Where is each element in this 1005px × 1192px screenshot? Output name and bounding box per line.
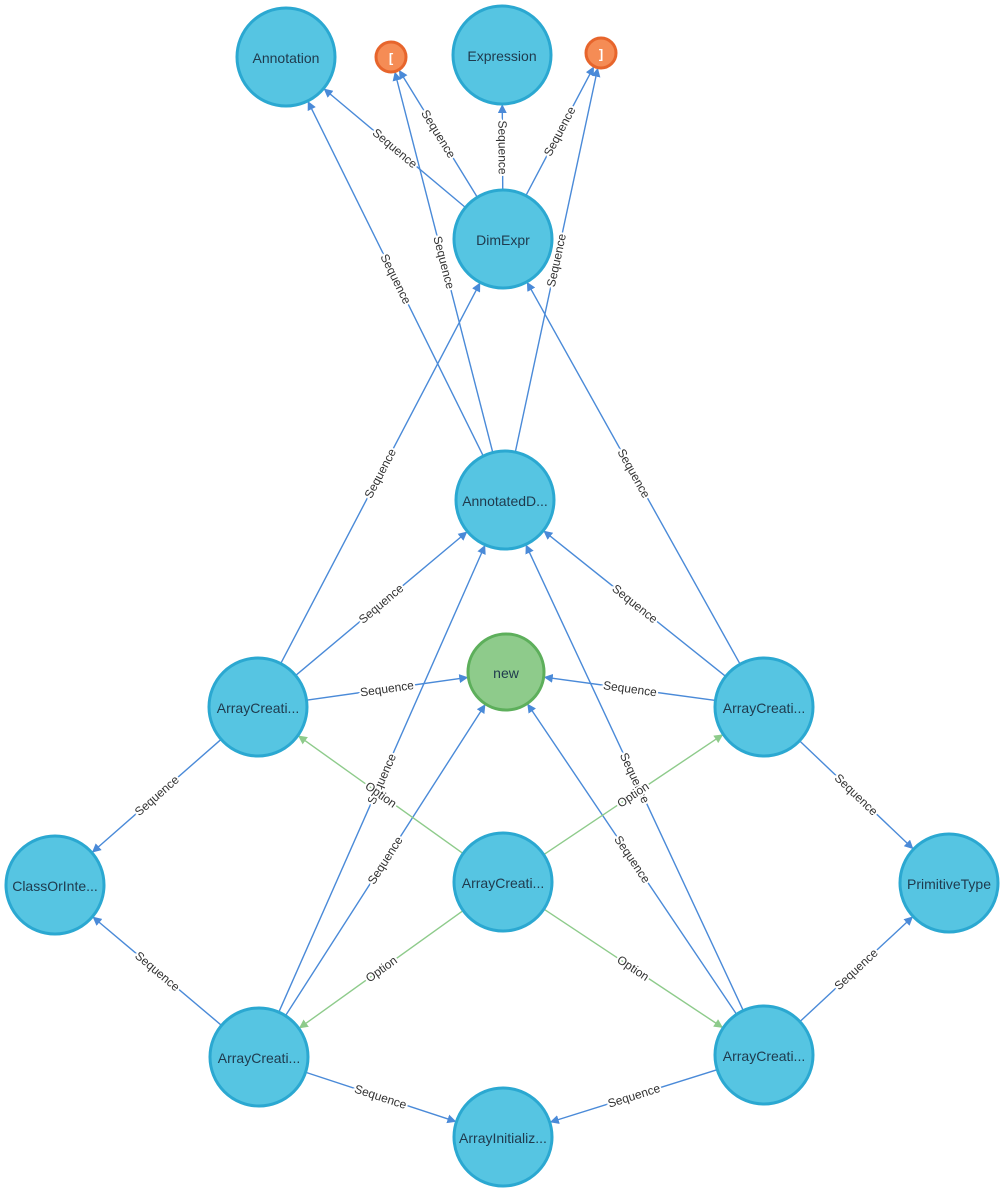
edge-dimexpr-to-lbracket [398,69,478,198]
node-expression[interactable]: Expression [451,4,553,106]
node-annotatedd[interactable]: AnnotatedD... [454,449,556,551]
edge-ac_bottomleft-to-new [284,704,486,1017]
edge-label: Sequence [365,833,406,886]
node-rbracket[interactable]: ] [584,36,618,70]
edge-label: Sequence [832,946,881,993]
edge-label: Option [363,953,400,985]
edge-dimexpr-to-rbracket [525,66,595,196]
edge-annotatedd-to-lbracket [392,71,494,453]
node-circle [451,4,553,106]
edge-dimexpr-to-annotation [323,88,466,209]
node-label: Expression [467,48,536,64]
edge-ac_bottomleft-to-annotatedd [278,544,486,1013]
node-annotation[interactable]: Annotation [235,6,337,108]
edge-label: Sequence [611,833,653,886]
node-label: [ [389,51,394,66]
node-lbracket[interactable]: [ [374,40,408,74]
edge-ac_bottomleft-to-arrayinitializ [305,1071,457,1124]
edge-label: Sequence [353,1082,409,1112]
node-label: ArrayCreati... [723,1048,805,1064]
node-label: DimExpr [476,232,530,248]
edge-label: Sequence [832,771,881,819]
edge-ac_bottomright-to-primitivetype [799,916,914,1023]
edge-label: Sequence [609,581,660,626]
edge-label: Sequence [370,126,421,172]
edge-ac_left-to-annotatedd [295,531,468,677]
node-circle [713,656,815,758]
edge-label: Option [614,953,651,984]
node-circle [452,188,554,290]
edge-label: Sequence [132,949,183,995]
node-circle [4,834,106,936]
node-circle [452,1086,554,1188]
edge-label: Sequence [602,678,658,699]
edge-ac_center-to-ac_right [543,734,724,856]
node-circle [452,831,554,933]
edge-ac_bottomright-to-arrayinitializ [549,1069,718,1124]
node-label: ] [599,47,603,62]
edge-label: Sequence [495,120,509,174]
edge-ac_right-to-annotatedd [543,530,727,677]
node-classorinte[interactable]: ClassOrInte... [4,834,106,936]
edge-ac_bottomleft-to-classorinte [92,916,222,1026]
node-label: new [493,665,520,681]
edge-ac_bottomright-to-new [527,703,738,1015]
nodes-layer: Annotation [ Expression] DimExprAnnotatedD.… [4,4,1000,1188]
edge-label: Sequence [541,104,579,159]
edge-ac_right-to-new [543,673,716,702]
edge-label: Sequence [606,1081,662,1111]
edge-annotatedd-to-annotation [307,101,484,457]
node-dimexpr[interactable]: DimExpr [452,188,554,290]
edge-annotatedd-to-rbracket [514,67,601,453]
node-primitivetype[interactable]: PrimitiveType [898,832,1000,934]
edge-ac_right-to-dimexpr [526,281,741,665]
node-ac_left[interactable]: ArrayCreati... [207,656,309,758]
node-circle [584,36,618,70]
node-label: ArrayCreati... [462,875,544,891]
edge-label: Sequence [614,446,653,500]
node-ac_center[interactable]: ArrayCreati... [452,831,554,933]
edge-label: Sequence [359,678,415,699]
node-circle [713,1004,815,1106]
edge-ac_center-to-ac_left [297,735,464,855]
node-label: Annotation [253,50,320,66]
edge-ac_left-to-new [306,674,469,701]
node-circle [207,656,309,758]
edge-ac_center-to-ac_bottomright [543,908,724,1028]
node-label: ArrayInitializ... [459,1130,547,1146]
node-arrayinitializ[interactable]: ArrayInitializ... [452,1086,554,1188]
node-ac_bottomright[interactable]: ArrayCreati... [713,1004,815,1106]
edge-ac_bottomright-to-annotatedd [525,544,744,1011]
node-new[interactable]: new [466,632,546,712]
edge-label: Sequence [377,252,414,307]
node-circle [454,449,556,551]
node-label: ArrayCreati... [217,700,299,716]
node-label: ClassOrInte... [12,878,98,894]
node-circle [898,832,1000,934]
node-circle [374,40,408,74]
node-circle [466,632,546,712]
node-label: AnnotatedD... [462,493,548,509]
edges-layer [91,66,914,1124]
node-ac_bottomleft[interactable]: ArrayCreati... [208,1006,310,1108]
node-label: ArrayCreati... [218,1050,300,1066]
edge-label: Sequence [132,772,182,818]
node-circle [235,6,337,108]
edge-ac_center-to-ac_bottomleft [298,909,464,1029]
edge-label: Sequence [362,446,400,501]
edge-label: Sequence [418,107,458,161]
node-label: PrimitiveType [907,876,991,892]
node-ac_right[interactable]: ArrayCreati... [713,656,815,758]
edge-ac_right-to-primitivetype [799,740,914,850]
node-circle [208,1006,310,1108]
edge-ac_left-to-dimexpr [280,282,481,664]
edge-ac_left-to-classorinte [91,738,222,853]
edge-label: Sequence [356,581,407,627]
node-label: ArrayCreati... [723,700,805,716]
